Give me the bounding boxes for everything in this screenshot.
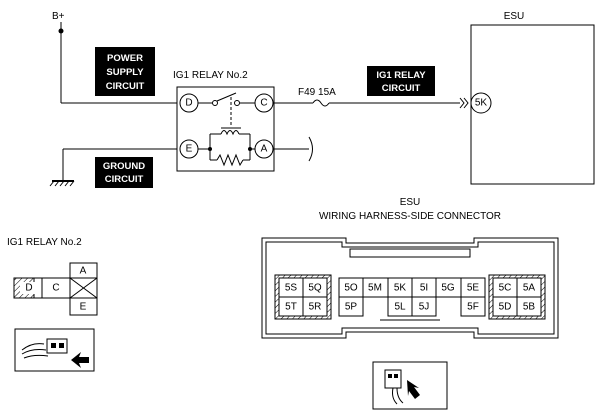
pin-5a: 5A — [523, 283, 536, 294]
ground-label-line1: GROUND — [103, 161, 145, 172]
relay-connector: D C A E — [13, 262, 98, 316]
wire-from-a — [273, 136, 313, 162]
pin-5t: 5T — [285, 302, 297, 313]
pin-5i: 5I — [420, 283, 428, 294]
esu-terminal-5k — [470, 92, 492, 114]
relay-pin-c: C — [52, 283, 59, 294]
ig1-label-line2: CIRCUIT — [382, 83, 421, 94]
pin-5l: 5L — [394, 302, 406, 313]
pin-5q: 5Q — [308, 283, 322, 294]
pin-5c: 5C — [499, 283, 512, 294]
ground-label-line2: CIRCUIT — [105, 174, 144, 185]
esu-right-block: 5C 5A 5D 5B — [488, 274, 546, 320]
svg-text:D: D — [185, 98, 192, 109]
relay-coil — [198, 127, 255, 167]
power-label-line1: POWER — [107, 53, 143, 64]
b-plus-supply: B+ — [52, 11, 178, 104]
relay-pin-d: D — [25, 283, 32, 294]
fuse-label: F49 15A — [298, 87, 336, 98]
relay-connector-title: IG1 RELAY No.2 — [7, 237, 82, 248]
relay-title: IG1 RELAY No.2 — [173, 70, 248, 81]
b-plus-junction — [58, 28, 64, 34]
esu-connector-title: ESU — [400, 197, 421, 208]
pin-5j: 5J — [419, 302, 430, 313]
relay-switch — [198, 92, 255, 127]
esu-middle-block: 5O 5M 5K 5I 5G 5E 5P 5L 5J 5F — [338, 277, 486, 317]
pin-5d: 5D — [499, 302, 512, 313]
pin-5k: 5K — [394, 283, 407, 294]
esu-plug-illustration — [372, 361, 448, 410]
pin-5g: 5G — [441, 283, 455, 294]
svg-text:A: A — [261, 144, 268, 155]
pin-5b: 5B — [523, 302, 536, 313]
esu-connector-subtitle: WIRING HARNESS-SIDE CONNECTOR — [319, 211, 501, 222]
relay-plug-illustration — [14, 328, 95, 372]
fuse-line: F49 15A — [273, 87, 469, 109]
ig1-label-line1: IG1 RELAY — [376, 70, 426, 81]
pin-5o: 5O — [344, 283, 358, 294]
esu-module: ESU 5K — [470, 11, 595, 185]
fuse-symbol — [312, 99, 330, 107]
pin-5f: 5F — [467, 302, 479, 313]
power-label-line2: SUPPLY — [106, 67, 144, 78]
ground-circuit — [49, 148, 178, 187]
relay-terminal-c: C — [254, 93, 274, 113]
esu-title: ESU — [504, 11, 525, 22]
esu-left-block: 5S 5Q 5T 5R — [274, 274, 332, 320]
power-supply-circuit-box: POWER SUPPLY CIRCUIT — [95, 47, 155, 96]
ground-circuit-box: GROUND CIRCUIT — [95, 157, 153, 188]
relay-terminal-d: D — [179, 93, 199, 113]
svg-text:5K: 5K — [475, 98, 488, 109]
ig1-relay-circuit-box: IG1 RELAY CIRCUIT — [367, 66, 435, 96]
b-plus-label: B+ — [52, 11, 65, 22]
relay-terminal-a: A — [254, 139, 274, 159]
esu-connector: 5S 5Q 5T 5R 5O 5M 5K 5I 5G 5E 5P 5L 5J — [261, 237, 559, 339]
power-label-line3: CIRCUIT — [106, 81, 145, 92]
pin-5m: 5M — [368, 283, 382, 294]
relay-pin-e: E — [80, 302, 87, 313]
relay-terminal-e: E — [179, 139, 199, 159]
pin-5e: 5E — [467, 283, 480, 294]
pin-5r: 5R — [309, 302, 322, 313]
pin-5p: 5P — [345, 302, 358, 313]
relay-pin-a: A — [80, 266, 87, 277]
svg-text:C: C — [260, 98, 267, 109]
svg-text:E: E — [186, 144, 193, 155]
pin-5s: 5S — [285, 283, 298, 294]
